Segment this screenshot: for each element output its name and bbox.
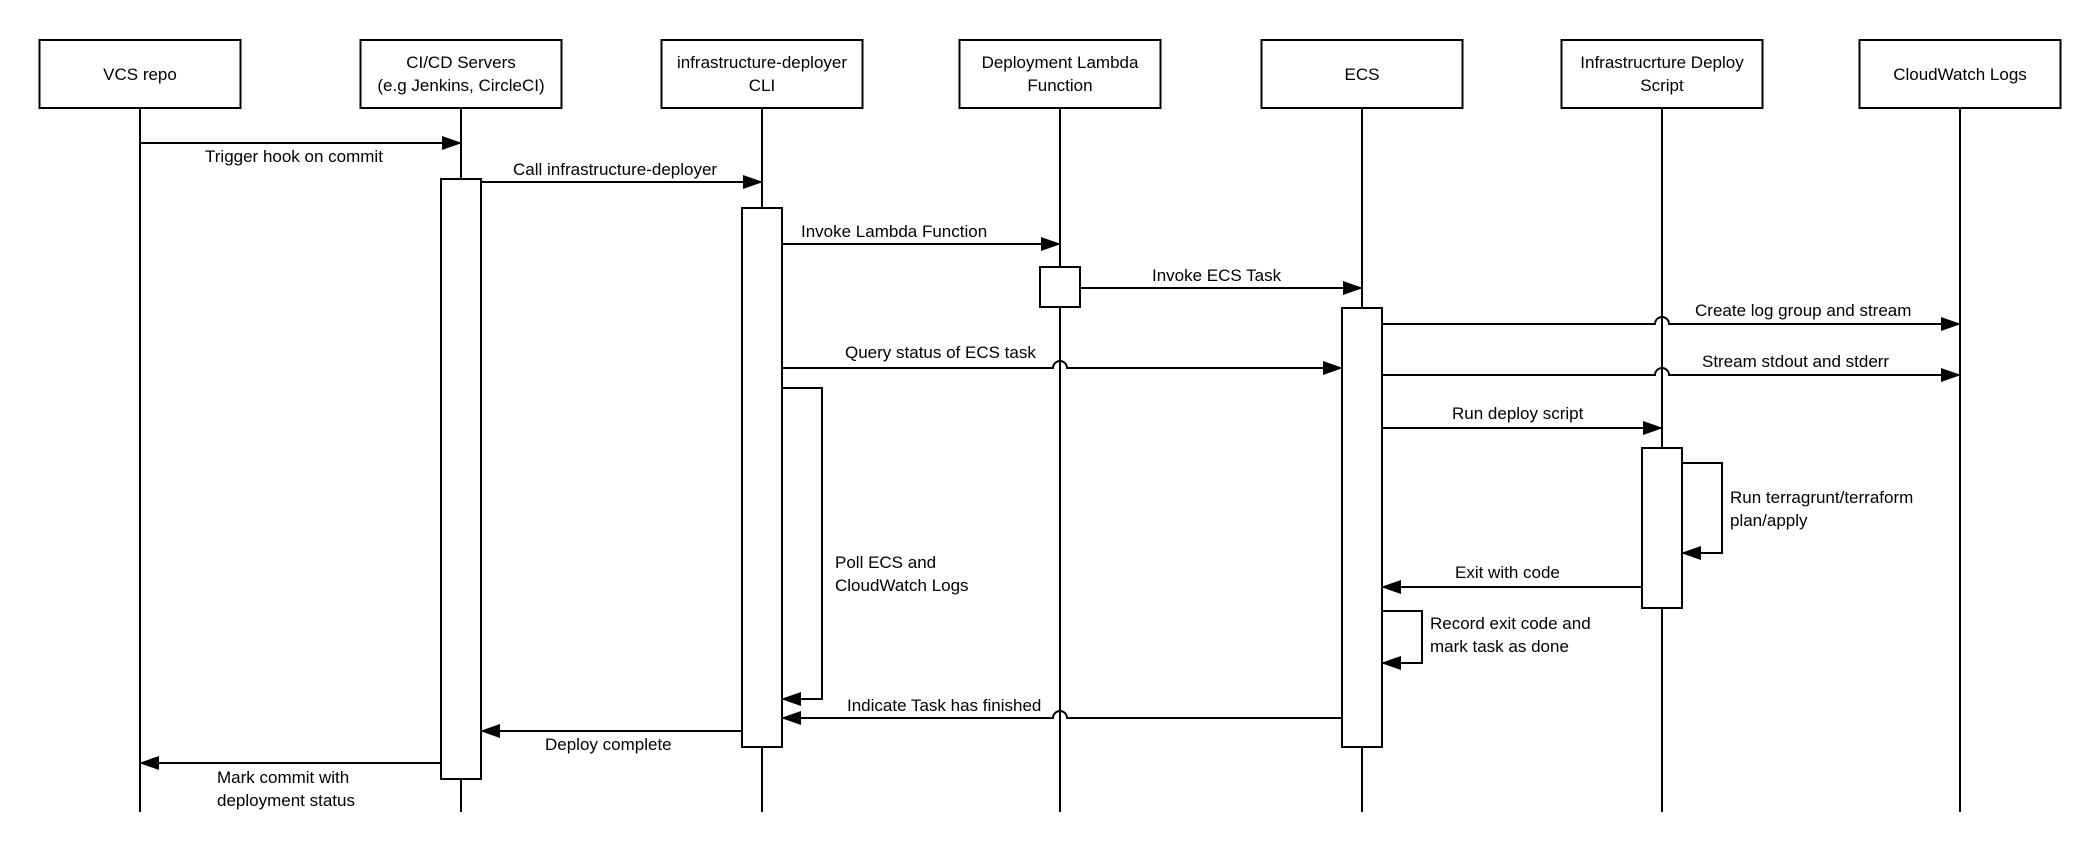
actor-ecs: ECS <box>1260 39 1464 109</box>
message-query-status-of-ecs-task-label: Query status of ECS task <box>845 343 1036 362</box>
self-call-record-exit-code-and-mark-task-as-done-label: mark task as done <box>1430 637 1569 656</box>
self-call-arrow-run-terragrunt-terraform-plan-apply <box>1681 462 1723 560</box>
lambda-activation <box>1039 266 1081 308</box>
actor-vcs-repo: VCS repo <box>38 39 242 109</box>
actor-box-infrastructure-deployer-cli <box>660 39 864 109</box>
actor-label-deployment-lambda-function: Deployment Lambda <box>982 53 1139 72</box>
message-call-infrastructure-deployer-label: Call infrastructure-deployer <box>513 160 717 179</box>
self-call-run-terragrunt-terraform-plan-apply-label: Run terragrunt/terraform <box>1730 488 1913 507</box>
message-invoke-ecs-task-label: Invoke ECS Task <box>1152 266 1282 285</box>
message-trigger-hook-on-commit-label: Trigger hook on commit <box>205 147 383 166</box>
message-indicate-task-has-finished-label: Indicate Task has finished <box>847 696 1041 715</box>
activations-layer <box>440 178 1683 780</box>
actor-box-vcs-repo <box>38 39 242 109</box>
message-mark-commit-with-deployment-status-label: Mark commit with <box>217 768 349 787</box>
self-call-poll-ecs-and-cloudwatch-logs-label: CloudWatch Logs <box>835 576 969 595</box>
self-call-run-terragrunt-terraform-plan-apply-label: plan/apply <box>1730 511 1808 530</box>
actor-label-ecs: ECS <box>1345 65 1380 84</box>
actor-label-cicd-servers: CI/CD Servers <box>406 53 516 72</box>
actor-box-cloudwatch-logs <box>1858 39 2062 109</box>
actor-cicd-servers: CI/CD Servers (e.g Jenkins, CircleCI) <box>359 39 563 109</box>
cli-activation <box>741 207 783 748</box>
cicd-activation <box>440 178 482 780</box>
message-invoke-lambda-function-label: Invoke Lambda Function <box>801 222 987 241</box>
self-calls-layer <box>781 387 1723 706</box>
actor-label-infrastructure-deployer-cli: infrastructure-deployer <box>677 53 847 72</box>
actor-label-infrastructure-deploy-script: Infrastrucrture Deploy <box>1580 53 1744 72</box>
self-call-poll-ecs-and-cloudwatch-logs-label: Poll ECS and <box>835 553 936 572</box>
actor-label-vcs-repo: VCS repo <box>103 65 177 84</box>
actor-box-cicd-servers <box>359 39 563 109</box>
actor-label-infrastructure-deploy-script: Script <box>1640 76 1684 95</box>
lifelines-layer <box>139 108 1961 812</box>
actor-label-cloudwatch-logs: CloudWatch Logs <box>1893 65 2027 84</box>
ecs-activation <box>1341 307 1383 748</box>
message-arrow-stream-stdout-and-stderr <box>1382 367 1961 382</box>
self-call-record-exit-code-and-mark-task-as-done-label: Record exit code and <box>1430 614 1591 633</box>
actor-box-infrastructure-deploy-script <box>1560 39 1764 109</box>
self-call-arrow-poll-ecs-and-cloudwatch-logs <box>781 387 823 706</box>
actor-box-deployment-lambda-function <box>958 39 1162 109</box>
message-mark-commit-with-deployment-status-label: deployment status <box>217 791 355 810</box>
message-stream-stdout-and-stderr-label: Stream stdout and stderr <box>1702 352 1889 371</box>
actor-label-infrastructure-deployer-cli: CLI <box>749 76 775 95</box>
message-arrow-indicate-task-has-finished <box>781 710 1342 725</box>
message-deploy-complete-label: Deploy complete <box>545 735 672 754</box>
message-arrow-query-status-of-ecs-task <box>782 360 1343 375</box>
deploy-script-activation <box>1641 447 1683 609</box>
actors-layer: VCS repo CI/CD Servers (e.g Jenkins, Circl… <box>38 39 2062 109</box>
actor-box-ecs <box>1260 39 1464 109</box>
message-exit-with-code-label: Exit with code <box>1455 563 1560 582</box>
actor-cloudwatch-logs: CloudWatch Logs <box>1858 39 2062 109</box>
actor-label-cicd-servers: (e.g Jenkins, CircleCI) <box>377 76 544 95</box>
message-arrow-create-log-group-and-stream <box>1382 316 1961 331</box>
actor-label-deployment-lambda-function: Function <box>1027 76 1092 95</box>
messages-layer <box>139 136 1961 770</box>
message-create-log-group-and-stream-label: Create log group and stream <box>1695 301 1911 320</box>
message-run-deploy-script-label: Run deploy script <box>1452 404 1584 423</box>
self-call-arrow-record-exit-code-and-mark-task-as-done <box>1381 610 1423 670</box>
